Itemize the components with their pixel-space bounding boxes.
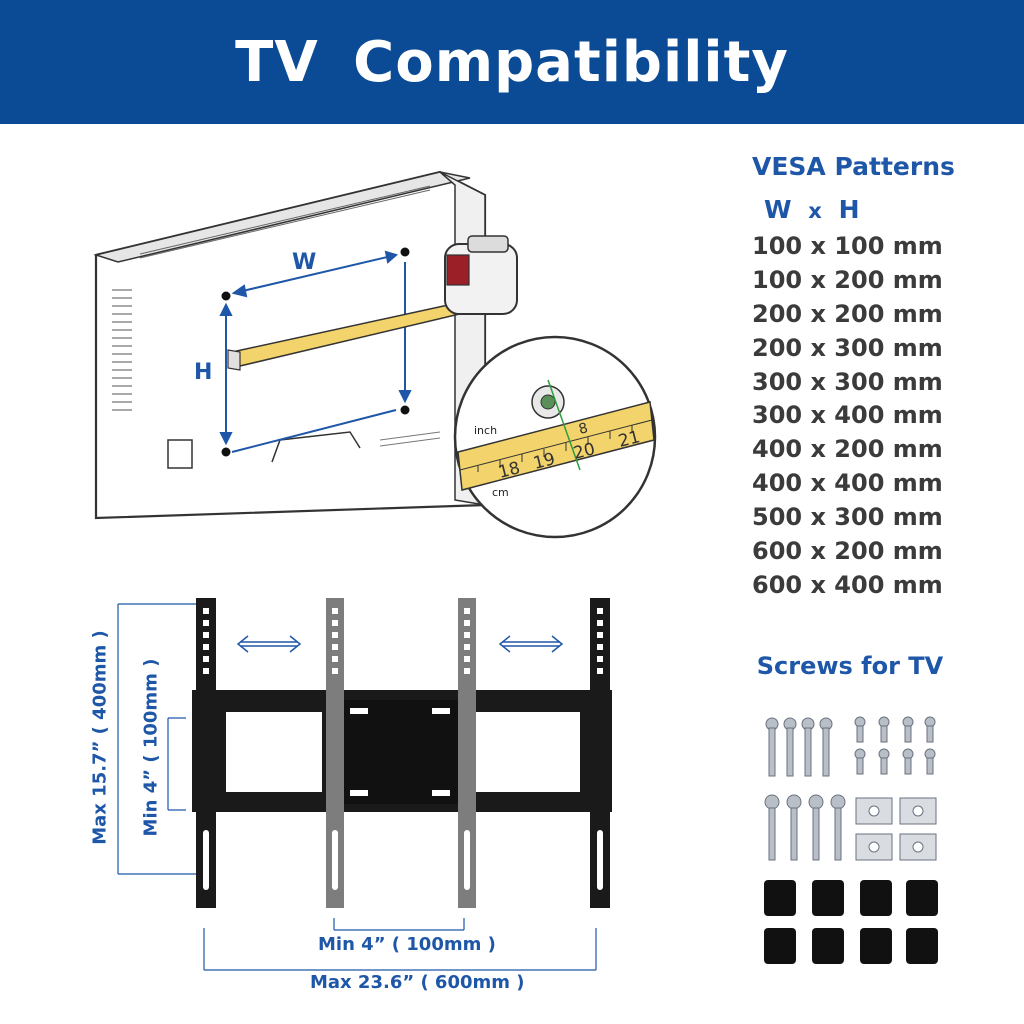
height-label: H (194, 360, 213, 385)
vesa-pattern-item: 300 x 300 mm (752, 367, 943, 396)
vesa-hole (400, 405, 410, 415)
vesa-pattern-item: 200 x 200 mm (752, 299, 943, 328)
header-banner: TV Compatibility (0, 0, 1024, 124)
max-width-label: Max 23.6” ( 600mm ) (310, 972, 525, 993)
tape-measure-body (444, 235, 518, 315)
vent-grill-left (112, 289, 132, 411)
vesa-w-label: W (764, 195, 792, 224)
min-width-label: Min 4” ( 100mm ) (318, 934, 496, 955)
width-label: W (292, 250, 317, 275)
vesa-pattern-item: 300 x 400 mm (752, 401, 943, 430)
vesa-pattern-item: 400 x 200 mm (752, 435, 943, 464)
vesa-pattern-item: 500 x 300 mm (752, 503, 943, 532)
screws-title: Screws for TV (756, 652, 944, 680)
vesa-pattern-item: 600 x 400 mm (752, 570, 943, 599)
vesa-hole (221, 291, 231, 301)
tape-inch-label: inch (474, 424, 498, 437)
vesa-hole (400, 247, 410, 257)
wall-mount-bracket (192, 598, 612, 908)
tv-back-illustration: 18 19 20 21 8 (93, 170, 657, 539)
bracket-dimension-lines (117, 603, 597, 971)
vesa-pattern-item: 400 x 400 mm (752, 469, 943, 498)
screws-set (764, 716, 938, 964)
vesa-wh-header: W x H (764, 195, 1008, 224)
width-arrow (231, 250, 399, 298)
vesa-h-label: H (838, 195, 860, 224)
vesa-pattern-item: 200 x 300 mm (752, 333, 943, 362)
slide-arrows (236, 635, 564, 653)
vesa-pattern-item: 600 x 200 mm (752, 537, 943, 566)
max-height-label: Max 15.7” ( 400mm ) (89, 630, 111, 845)
vesa-pattern-list: 100 x 100 mm 100 x 200 mm 200 x 200 mm 2… (748, 230, 1008, 603)
page-title: TV Compatibility (235, 29, 789, 95)
vesa-x-label: x (808, 199, 822, 223)
height-arrow (219, 262, 412, 453)
vesa-title: VESA Patterns (752, 152, 955, 181)
min-height-label: Min 4” ( 100mm ) (140, 658, 162, 837)
vesa-patterns-panel: VESA Patterns W x H 100 x 100 mm 100 x 2… (748, 152, 1008, 603)
tape-number: 8 (577, 420, 590, 438)
vesa-hole (221, 447, 231, 457)
tape-zoom-circle: 18 19 20 21 8 (453, 335, 657, 539)
vesa-pattern-item: 100 x 200 mm (752, 265, 943, 294)
vesa-pattern-item: 100 x 100 mm (752, 232, 943, 260)
tape-cm-label: cm (492, 486, 509, 499)
